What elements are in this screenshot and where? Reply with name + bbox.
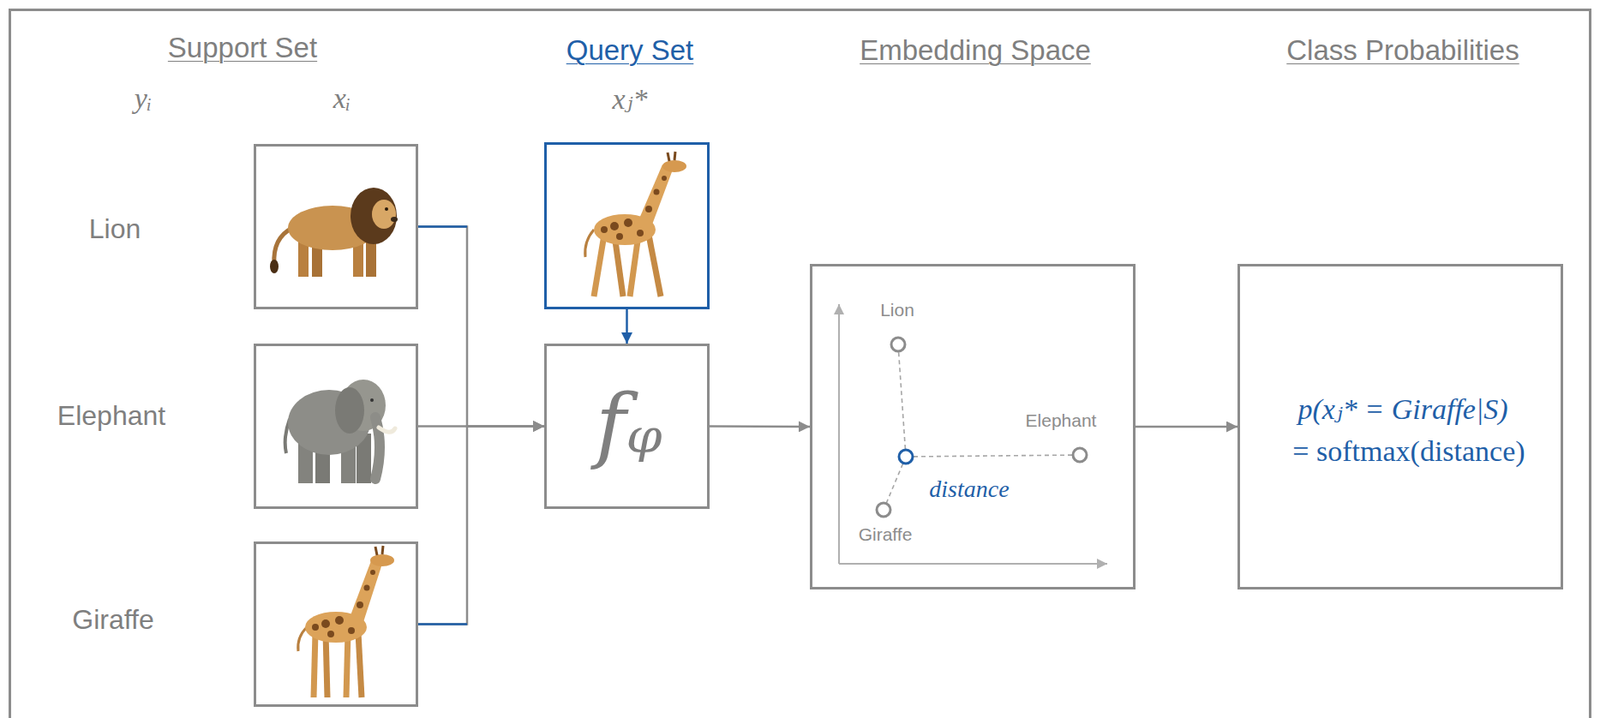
function-box: fᵩ xyxy=(544,343,710,510)
lion-picture xyxy=(269,187,398,277)
connector-stub xyxy=(418,623,468,626)
prototype-point xyxy=(891,337,905,352)
connector-line xyxy=(418,227,545,427)
support-image-box: Giraffe xyxy=(253,541,419,708)
giraffe-picture xyxy=(298,545,395,698)
connector xyxy=(1135,426,1238,428)
support-image-box: Elephant xyxy=(253,343,419,510)
query-point xyxy=(898,449,913,464)
connector-line xyxy=(418,426,545,625)
prototype-point xyxy=(876,503,891,517)
distance-line xyxy=(898,344,906,457)
point-label: Giraffe xyxy=(858,524,913,546)
point-label: Elephant xyxy=(1025,410,1097,432)
distance-label: distance xyxy=(928,475,1009,504)
distance-line xyxy=(905,455,1080,457)
elephant-picture xyxy=(285,379,396,484)
connector xyxy=(626,309,628,344)
distance-line xyxy=(883,456,906,510)
connector xyxy=(709,425,810,428)
column-heading: Embedding Space xyxy=(859,34,1091,67)
column-heading: Query Set xyxy=(566,34,695,67)
column-heading: Class Probabilities xyxy=(1286,34,1519,67)
connector-line xyxy=(625,309,629,344)
probability-box: Class Probabilitiesp(xⱼ* = Giraffe|S)= s… xyxy=(1237,263,1564,590)
y-axis xyxy=(838,304,840,564)
formula: = softmax(distance) xyxy=(1292,434,1525,468)
query-giraffe-picture xyxy=(585,151,687,297)
connector-stub xyxy=(418,225,468,228)
outer-frame xyxy=(8,8,1592,718)
math-symbol: xᵢ xyxy=(333,81,351,115)
formula: p(xⱼ* = Giraffe|S) xyxy=(1297,392,1508,426)
class-label: Giraffe xyxy=(71,604,154,636)
x-axis xyxy=(838,563,1108,565)
function-label: fᵩ xyxy=(595,377,663,472)
connector-line xyxy=(709,425,810,428)
class-label: Elephant xyxy=(57,400,166,432)
connector xyxy=(418,426,545,625)
connector xyxy=(418,227,545,427)
math-symbol: xⱼ* xyxy=(611,82,648,116)
column-heading: Support Set xyxy=(167,31,318,65)
point-label: Lion xyxy=(880,299,915,321)
support-image-box: Lion xyxy=(253,143,419,310)
class-label: Lion xyxy=(89,213,142,246)
math-symbol: yᵢ xyxy=(134,81,152,115)
query-image-box: Query Setxⱼ* xyxy=(544,142,710,310)
prototype-point xyxy=(1072,448,1087,462)
connector-line xyxy=(1135,425,1238,429)
